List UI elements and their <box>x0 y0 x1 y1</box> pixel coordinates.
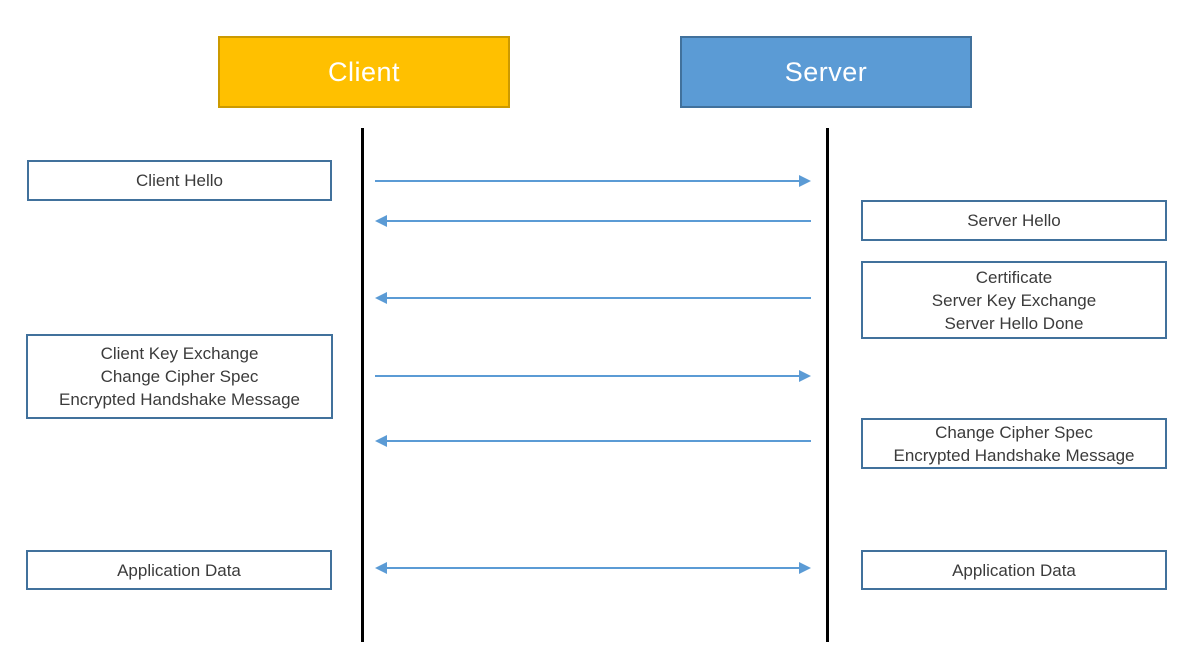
arrowhead-left-icon <box>375 292 387 304</box>
server-actor-box: Server <box>680 36 972 108</box>
message-box-change-cipher-spec: Change Cipher Spec Encrypted Handshake M… <box>861 418 1167 469</box>
message-box-certificate: Certificate Server Key Exchange Server H… <box>861 261 1167 339</box>
arrowhead-left-icon <box>375 562 387 574</box>
server-lifeline <box>826 128 829 642</box>
server-actor-label: Server <box>784 56 868 87</box>
client-actor-label: Client <box>327 56 401 87</box>
message-line: Application Data <box>952 560 1076 580</box>
message-box-server-hello: Server Hello <box>861 200 1167 241</box>
message-line: Encrypted Handshake Message <box>893 445 1135 465</box>
arrow-change-cipher-spec <box>375 435 811 447</box>
message-box-application-data-server: Application Data <box>861 550 1167 590</box>
arrow-server-hello <box>375 215 811 227</box>
message-line: Client Hello <box>136 171 223 190</box>
message-box-client-hello: Client Hello <box>27 160 332 201</box>
arrow-shaft <box>385 297 811 299</box>
message-line: Server Hello Done <box>944 313 1084 333</box>
arrow-client-hello <box>375 175 811 187</box>
arrowhead-left-icon <box>375 215 387 227</box>
arrow-application-data <box>375 562 811 574</box>
message-line: Change Cipher Spec <box>100 367 259 386</box>
message-line: Server Key Exchange <box>931 290 1097 310</box>
arrowhead-right-icon <box>799 175 811 187</box>
message-box-application-data-client: Application Data <box>26 550 332 590</box>
client-lifeline <box>361 128 364 642</box>
message-line: Client Key Exchange <box>100 344 259 363</box>
arrowhead-right-icon <box>799 562 811 574</box>
arrow-shaft <box>385 220 811 222</box>
arrow-shaft <box>375 180 801 182</box>
message-line: Server Hello <box>967 211 1061 230</box>
arrow-shaft <box>385 440 811 442</box>
message-line: Change Cipher Spec <box>935 422 1093 442</box>
arrow-certificate <box>375 292 811 304</box>
client-actor-box: Client <box>218 36 510 108</box>
message-line: Certificate <box>975 267 1053 287</box>
arrow-shaft <box>375 375 801 377</box>
message-line: Encrypted Handshake Message <box>59 390 300 409</box>
message-line: Application Data <box>117 560 241 580</box>
arrow-shaft <box>385 567 801 569</box>
arrowhead-right-icon <box>799 370 811 382</box>
arrow-client-key-exchange <box>375 370 811 382</box>
message-box-client-key-exchange: Client Key Exchange Change Cipher Spec E… <box>26 334 333 419</box>
arrowhead-left-icon <box>375 435 387 447</box>
